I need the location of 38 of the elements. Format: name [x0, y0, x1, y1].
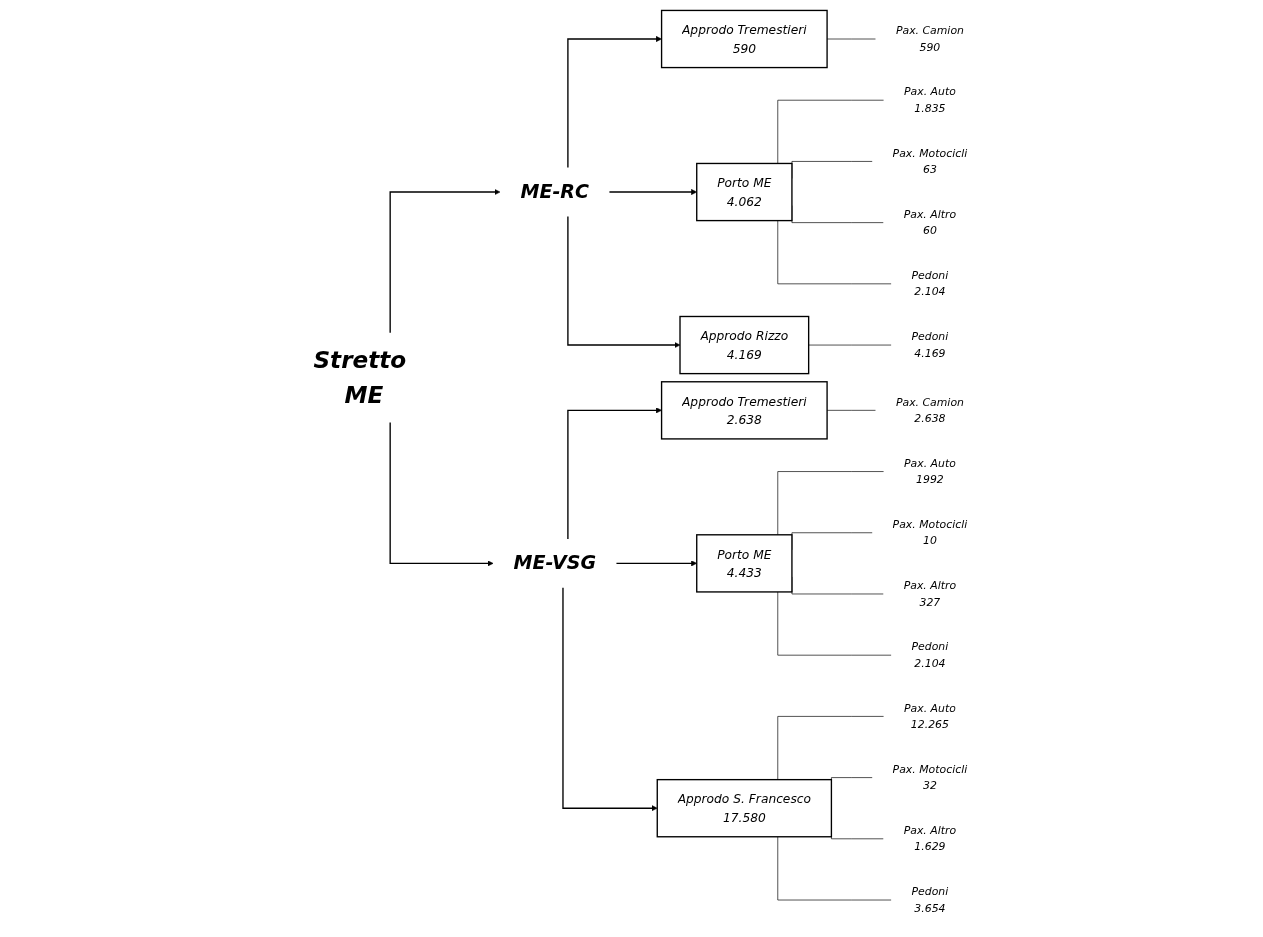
- node-box: Approdo Tremestieri 590: [660, 9, 828, 69]
- node-text: Pax. Altro 1.629: [903, 823, 957, 854]
- node-box: Approdo Rizzo 4.169: [679, 315, 810, 375]
- node-text: Pedoni 3.654: [911, 885, 949, 915]
- node-text: Pedoni 4.169: [911, 330, 949, 360]
- node-text: Pax. Motocicli 10: [892, 517, 968, 548]
- node-text: Pax. Camion 2.638: [895, 395, 964, 425]
- arrow: [389, 189, 501, 334]
- connector: [777, 591, 892, 656]
- arrow: [608, 189, 697, 195]
- arrow: [567, 36, 662, 169]
- node-text: Stretto ME: [313, 346, 407, 409]
- connector: [777, 716, 884, 780]
- node-box: Porto ME 4.433: [696, 534, 793, 593]
- node-text: Pedoni 2.104: [911, 640, 949, 670]
- node-text: Pax. Auto 12.265: [903, 701, 956, 731]
- arrow: [615, 560, 697, 567]
- node-text: ME-RC: [520, 180, 589, 203]
- connector: [777, 99, 884, 164]
- arrow: [562, 587, 658, 812]
- node-box: Approdo S. Francesco 17.580: [656, 778, 833, 838]
- connector: [777, 836, 892, 901]
- node-text: Pax. Camion 590: [895, 24, 964, 54]
- connector: [777, 220, 892, 285]
- arrow: [389, 421, 494, 567]
- connector: [777, 471, 884, 536]
- node-text: Pedoni 2.104: [911, 268, 949, 299]
- node-box: Porto ME 4.062: [696, 162, 793, 222]
- connector: [808, 344, 892, 346]
- arrow: [567, 407, 662, 540]
- node-text: Pax. Auto 1.835: [903, 85, 956, 115]
- node-text: Pax. Motocicli 63: [892, 146, 968, 176]
- node-text: ME-VSG: [513, 551, 597, 575]
- node-text: Pax. Altro 327: [903, 579, 957, 609]
- node-box: Approdo Tremestieri 2.638: [660, 381, 828, 440]
- node-text: Pax. Motocicli 32: [892, 762, 968, 792]
- node-text: Pax. Auto 1992: [903, 456, 956, 486]
- node-text: Pax. Altro 60: [903, 207, 957, 237]
